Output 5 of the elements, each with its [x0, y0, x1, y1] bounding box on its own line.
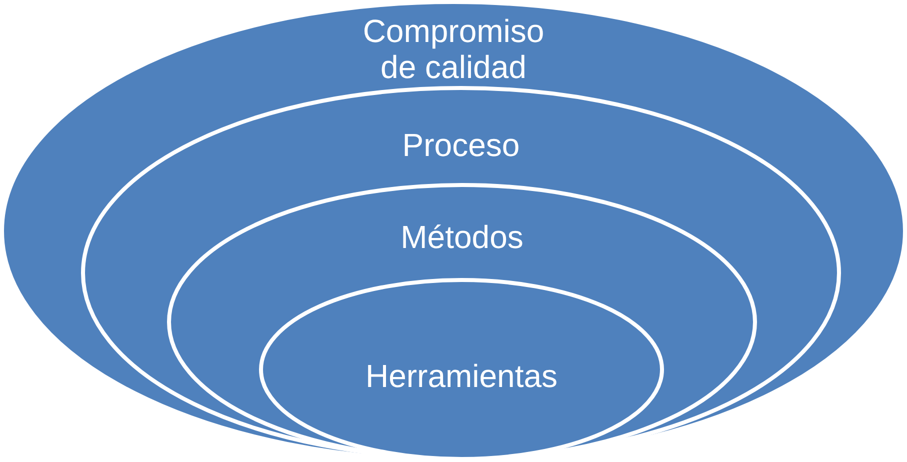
layer-label: Compromiso de calidad [362, 12, 546, 86]
layer-label: Proceso [402, 126, 520, 164]
layer-label: Herramientas [365, 358, 558, 394]
layer-label: Métodos [400, 218, 524, 256]
layer-ellipse [81, 86, 841, 460]
